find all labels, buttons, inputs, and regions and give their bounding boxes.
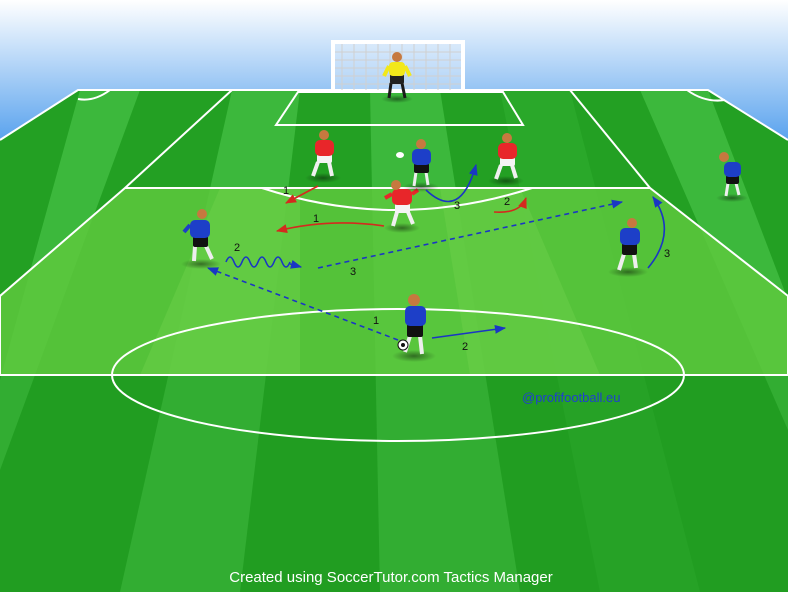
defender-red-3 [384, 180, 420, 233]
movement-arrows [206, 163, 666, 341]
attacker-blue-2 [181, 209, 221, 269]
label-2b: 2 [462, 341, 468, 353]
attacker-blue-ball-carrier [392, 294, 436, 362]
dribble-arrow-2 [431, 324, 507, 339]
run-arrow-3-center [425, 163, 478, 203]
ball-icon-loose [396, 152, 404, 158]
label-3a: 3 [454, 200, 460, 212]
ball-icon [397, 339, 409, 351]
dribble-wave-2 [225, 256, 291, 268]
label-1a: 1 [283, 185, 289, 197]
label-1b: 1 [313, 213, 319, 225]
credit-footer: Created using SoccerTutor.com Tactics Ma… [229, 569, 552, 586]
pitch-lines [0, 89, 788, 442]
red-run-1a [285, 185, 319, 204]
run-arrow-3-right [647, 196, 666, 269]
attacker-blue-1 [403, 139, 439, 192]
pass-arrow-1 [206, 267, 399, 341]
watermark: @profifootball.eu [522, 390, 620, 405]
label-2c: 2 [504, 196, 510, 208]
label-1c: 1 [373, 315, 379, 327]
label-3c: 3 [664, 248, 670, 260]
attacker-blue-4 [716, 152, 748, 202]
label-3b: 3 [350, 266, 356, 278]
red-run-1b [275, 222, 385, 233]
defender-red-1 [305, 130, 341, 183]
defender-red-2 [488, 133, 524, 186]
attacker-blue-3 [608, 218, 648, 277]
field-surface [0, 90, 788, 592]
label-2a: 2 [234, 242, 240, 254]
red-run-2 [493, 196, 527, 214]
pass-arrow-3 [317, 199, 624, 269]
goalkeeper [381, 52, 413, 103]
